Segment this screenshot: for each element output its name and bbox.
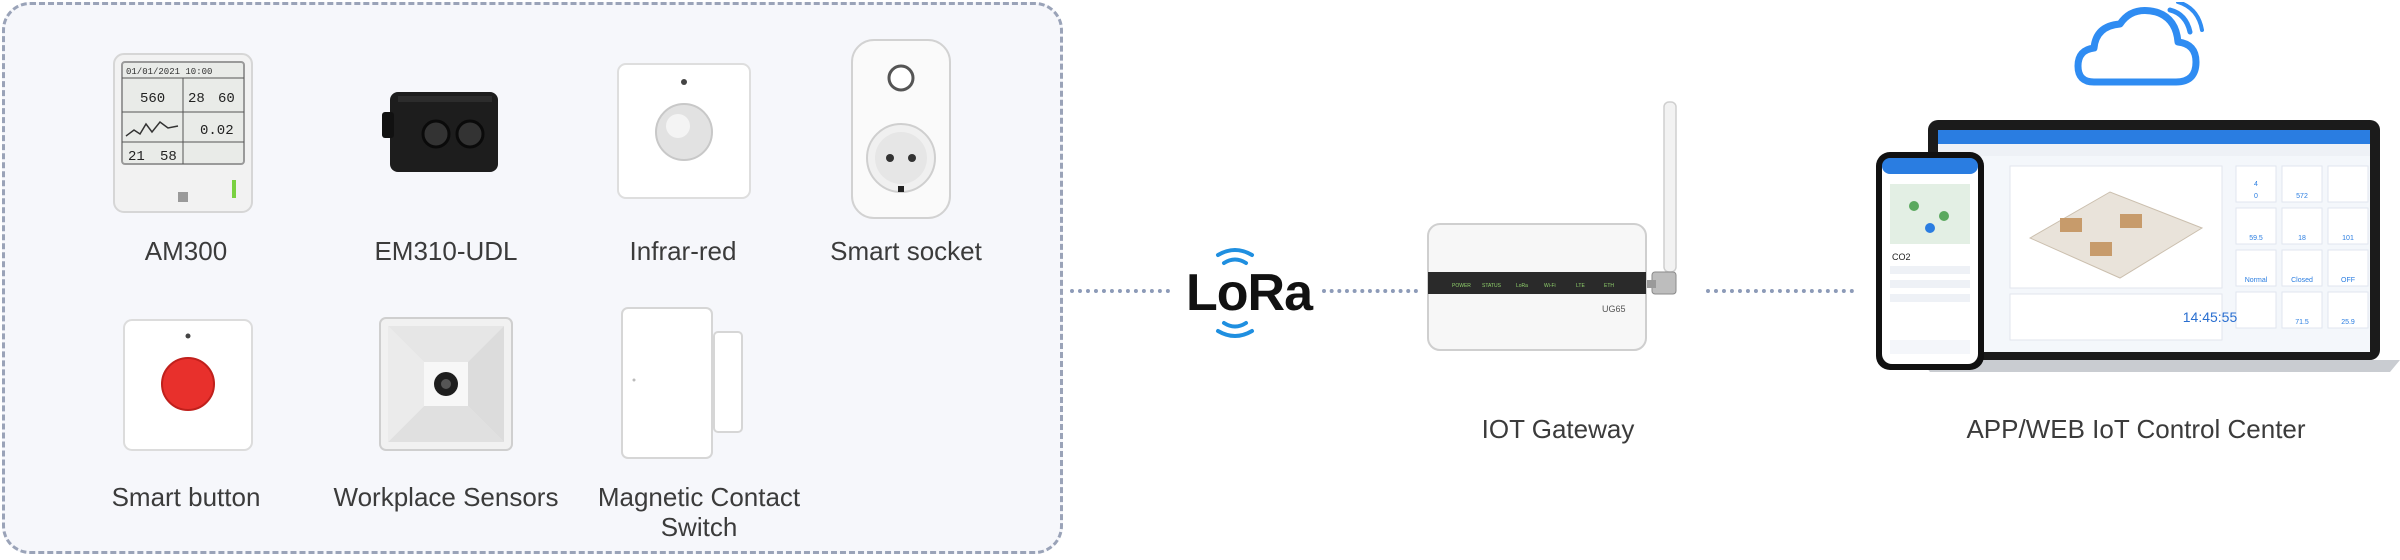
magnetic-label-line1: Magnetic Contact <box>597 482 801 512</box>
gateway-led-wifi: Wi-Fi <box>1544 283 1556 289</box>
control-center-label: APP/WEB IoT Control Center <box>1966 414 2306 444</box>
workplace-device <box>378 316 514 452</box>
laptop-tile-9: OFF <box>2341 277 2355 284</box>
am300-t2: 21 <box>128 149 145 165</box>
am300-tvoc: 0.02 <box>200 123 234 139</box>
infrared-device <box>616 62 752 200</box>
laptop-tile-5: 18 <box>2298 235 2306 242</box>
infrared-label: Infrar-red <box>629 236 737 266</box>
am300-device: 01/01/2021 10:00 560 28 60 0.02 21 58 <box>112 52 254 214</box>
am300-date: 01/01/2021 10:00 <box>126 67 212 77</box>
socket-device <box>850 38 952 220</box>
magnetic-device <box>620 306 746 462</box>
am300-temp: 28 <box>188 91 205 107</box>
em310-device <box>378 82 508 182</box>
laptop-tile-3: 0 <box>2254 193 2258 200</box>
workplace-label: Workplace Sensors <box>333 482 559 512</box>
connector-lora-gateway <box>1322 289 1418 293</box>
laptop-tile-4: 59.5 <box>2249 235 2263 242</box>
laptop-tile-6: 101 <box>2342 235 2354 242</box>
button-device <box>122 318 254 452</box>
laptop-tile-10: 71.5 <box>2295 319 2309 326</box>
lora-logo: LoRa <box>1180 245 1330 345</box>
am300-h2: 58 <box>160 149 177 165</box>
magnetic-label-line2: Switch <box>660 512 738 542</box>
cloud-icon <box>2074 0 2208 88</box>
am300-hum: 60 <box>218 91 235 107</box>
gateway-led-lte: LTE <box>1576 283 1585 289</box>
laptop-tile-2: 572 <box>2296 193 2308 200</box>
socket-label: Smart socket <box>830 236 982 266</box>
gateway-led-lora: LoRa <box>1516 283 1528 289</box>
button-label: Smart button <box>111 482 261 512</box>
em310-label: EM310-UDL <box>374 236 518 266</box>
gateway-led-eth: ETH <box>1604 283 1614 289</box>
am300-label: AM300 <box>144 236 228 266</box>
gateway-device: POWER STATUS LoRa Wi-Fi LTE ETH UG65 <box>1424 96 1684 356</box>
laptop-clock: 14:45:55 <box>2183 309 2238 325</box>
laptop-tile-11: 25.9 <box>2341 319 2355 326</box>
phone-metric: CO2 <box>1892 252 1911 262</box>
laptop-tile-7: Normal <box>2245 277 2268 284</box>
phone-device: CO2 <box>1874 150 1986 372</box>
lora-text: LoRa <box>1186 264 1313 322</box>
laptop-device: 4 572 0 59.5 18 101 Normal Closed OFF 71… <box>1920 118 2400 376</box>
gateway-label: IOT Gateway <box>1481 414 1635 444</box>
gateway-model: UG65 <box>1602 304 1626 314</box>
gateway-led-power: POWER <box>1452 283 1471 289</box>
am300-co2: 560 <box>140 91 165 107</box>
connector-gateway-center <box>1706 289 1854 293</box>
laptop-tile-8: Closed <box>2291 277 2313 284</box>
laptop-tile-1: 4 <box>2254 181 2258 188</box>
connector-panel-lora <box>1070 289 1170 293</box>
gateway-led-status: STATUS <box>1482 283 1502 289</box>
